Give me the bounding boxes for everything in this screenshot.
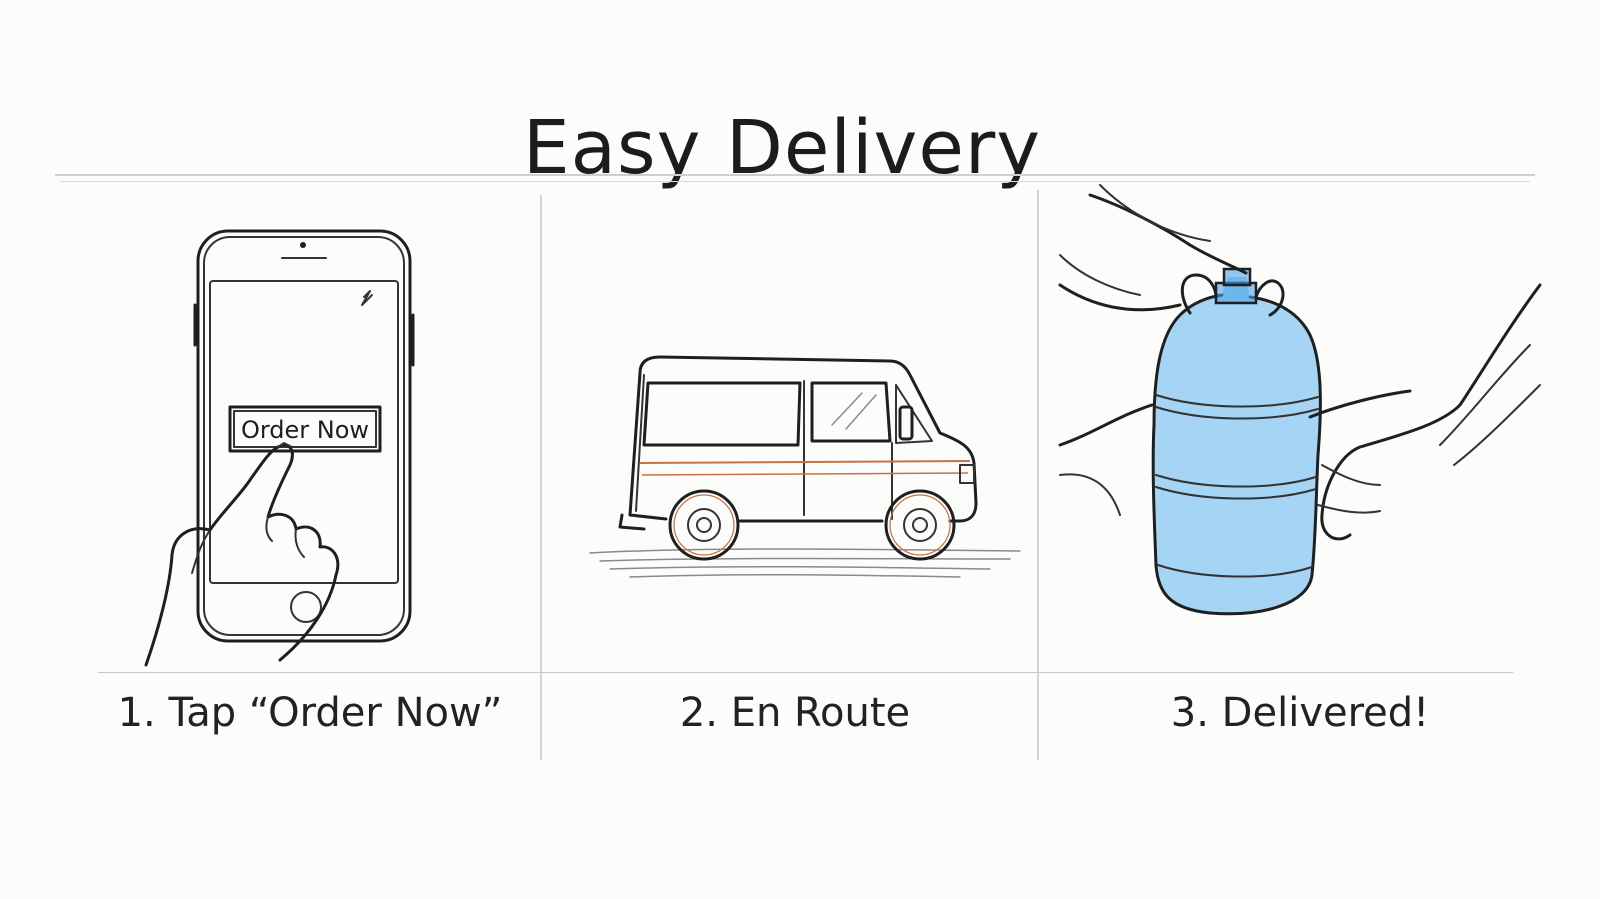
ground-shadow [589, 548, 1021, 578]
step-1-panel: Order Now [100, 185, 520, 667]
panel-separator-2 [1037, 190, 1039, 760]
delivery-van-icon [589, 355, 1021, 578]
step-2-caption: 2. En Route [679, 690, 911, 736]
rear-wheel [668, 489, 740, 561]
top-divider [55, 174, 1535, 176]
step-2-panel [589, 185, 1021, 665]
step-3-caption: 3. Delivered! [1170, 690, 1430, 736]
panel-separator-1 [540, 195, 542, 760]
bottom-divider [98, 672, 1513, 673]
diagram-title: Easy Delivery [522, 104, 1042, 191]
step-3-panel [1058, 184, 1542, 665]
phone-tap-icon: Order Now [144, 229, 415, 667]
top-divider-sketch [60, 181, 1530, 182]
order-now-button-text: Order Now [241, 416, 369, 444]
step-1-caption: 1. Tap “Order Now” [117, 690, 503, 736]
front-wheel [884, 489, 956, 561]
water-jug-handoff-icon [1058, 184, 1542, 616]
